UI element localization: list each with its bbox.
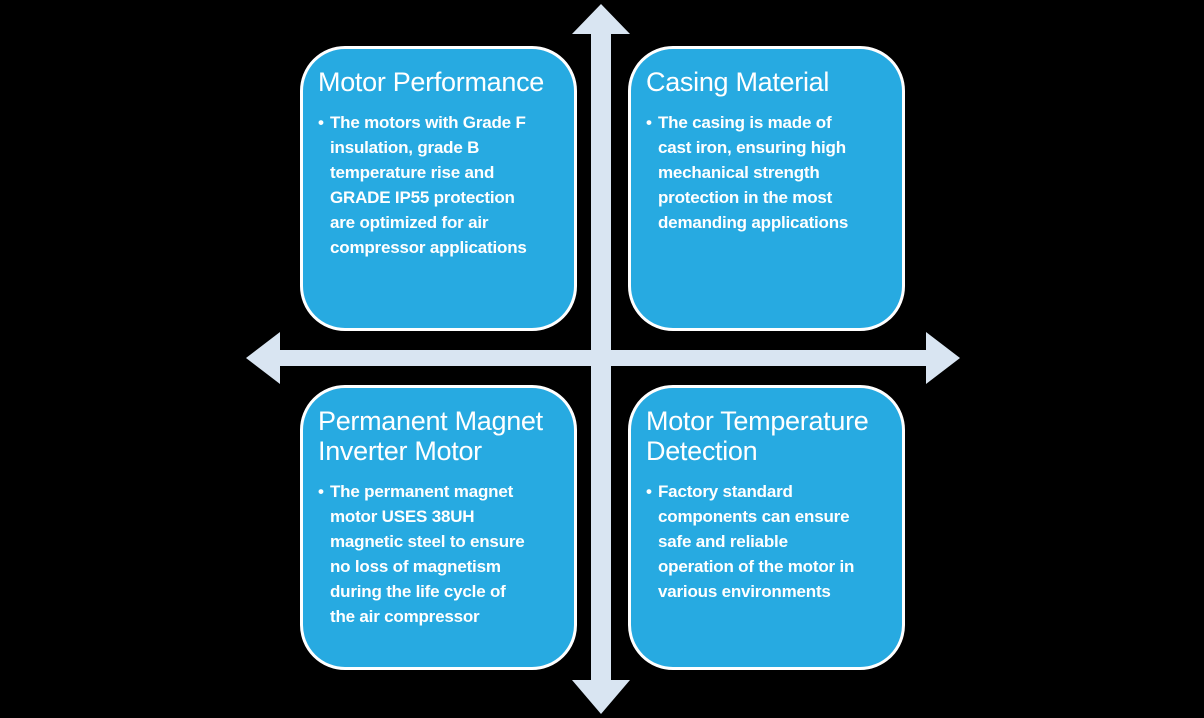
bullet-marker: • — [318, 113, 324, 132]
bullet-text: The motors with Grade F insulation, grad… — [330, 113, 527, 257]
quadrant-title: Motor Temperature Detection — [646, 406, 869, 466]
bullet-marker: • — [318, 482, 324, 501]
quadrant-casing-material: Casing Material • The casing is made of … — [628, 46, 905, 331]
quadrant-title: Permanent Magnet Inverter Motor — [318, 406, 543, 466]
bullet-text: The casing is made of cast iron, ensurin… — [658, 113, 849, 232]
bullet-marker: • — [646, 482, 652, 501]
quadrant-permanent-magnet-inverter-motor: Permanent Magnet Inverter Motor • The pe… — [300, 385, 577, 670]
bullet-text: Factory standard components can ensure s… — [658, 482, 855, 601]
bullet-marker: • — [646, 113, 652, 132]
quadrant-motor-performance: Motor Performance • The motors with Grad… — [300, 46, 577, 331]
bullet-item: • The permanent magnet motor USES 38UH m… — [318, 479, 562, 629]
bullet-item: • The casing is made of cast iron, ensur… — [646, 110, 890, 235]
quadrant-title: Casing Material — [646, 67, 830, 97]
bullet-item: • Factory standard components can ensure… — [646, 479, 890, 604]
quadrant-title: Motor Performance — [318, 67, 544, 97]
quadrant-motor-temperature-detection: Motor Temperature Detection • Factory st… — [628, 385, 905, 670]
bullet-item: • The motors with Grade F insulation, gr… — [318, 110, 562, 260]
bullet-text: The permanent magnet motor USES 38UH mag… — [330, 482, 525, 626]
horizontal-axis-arrow — [246, 332, 960, 384]
